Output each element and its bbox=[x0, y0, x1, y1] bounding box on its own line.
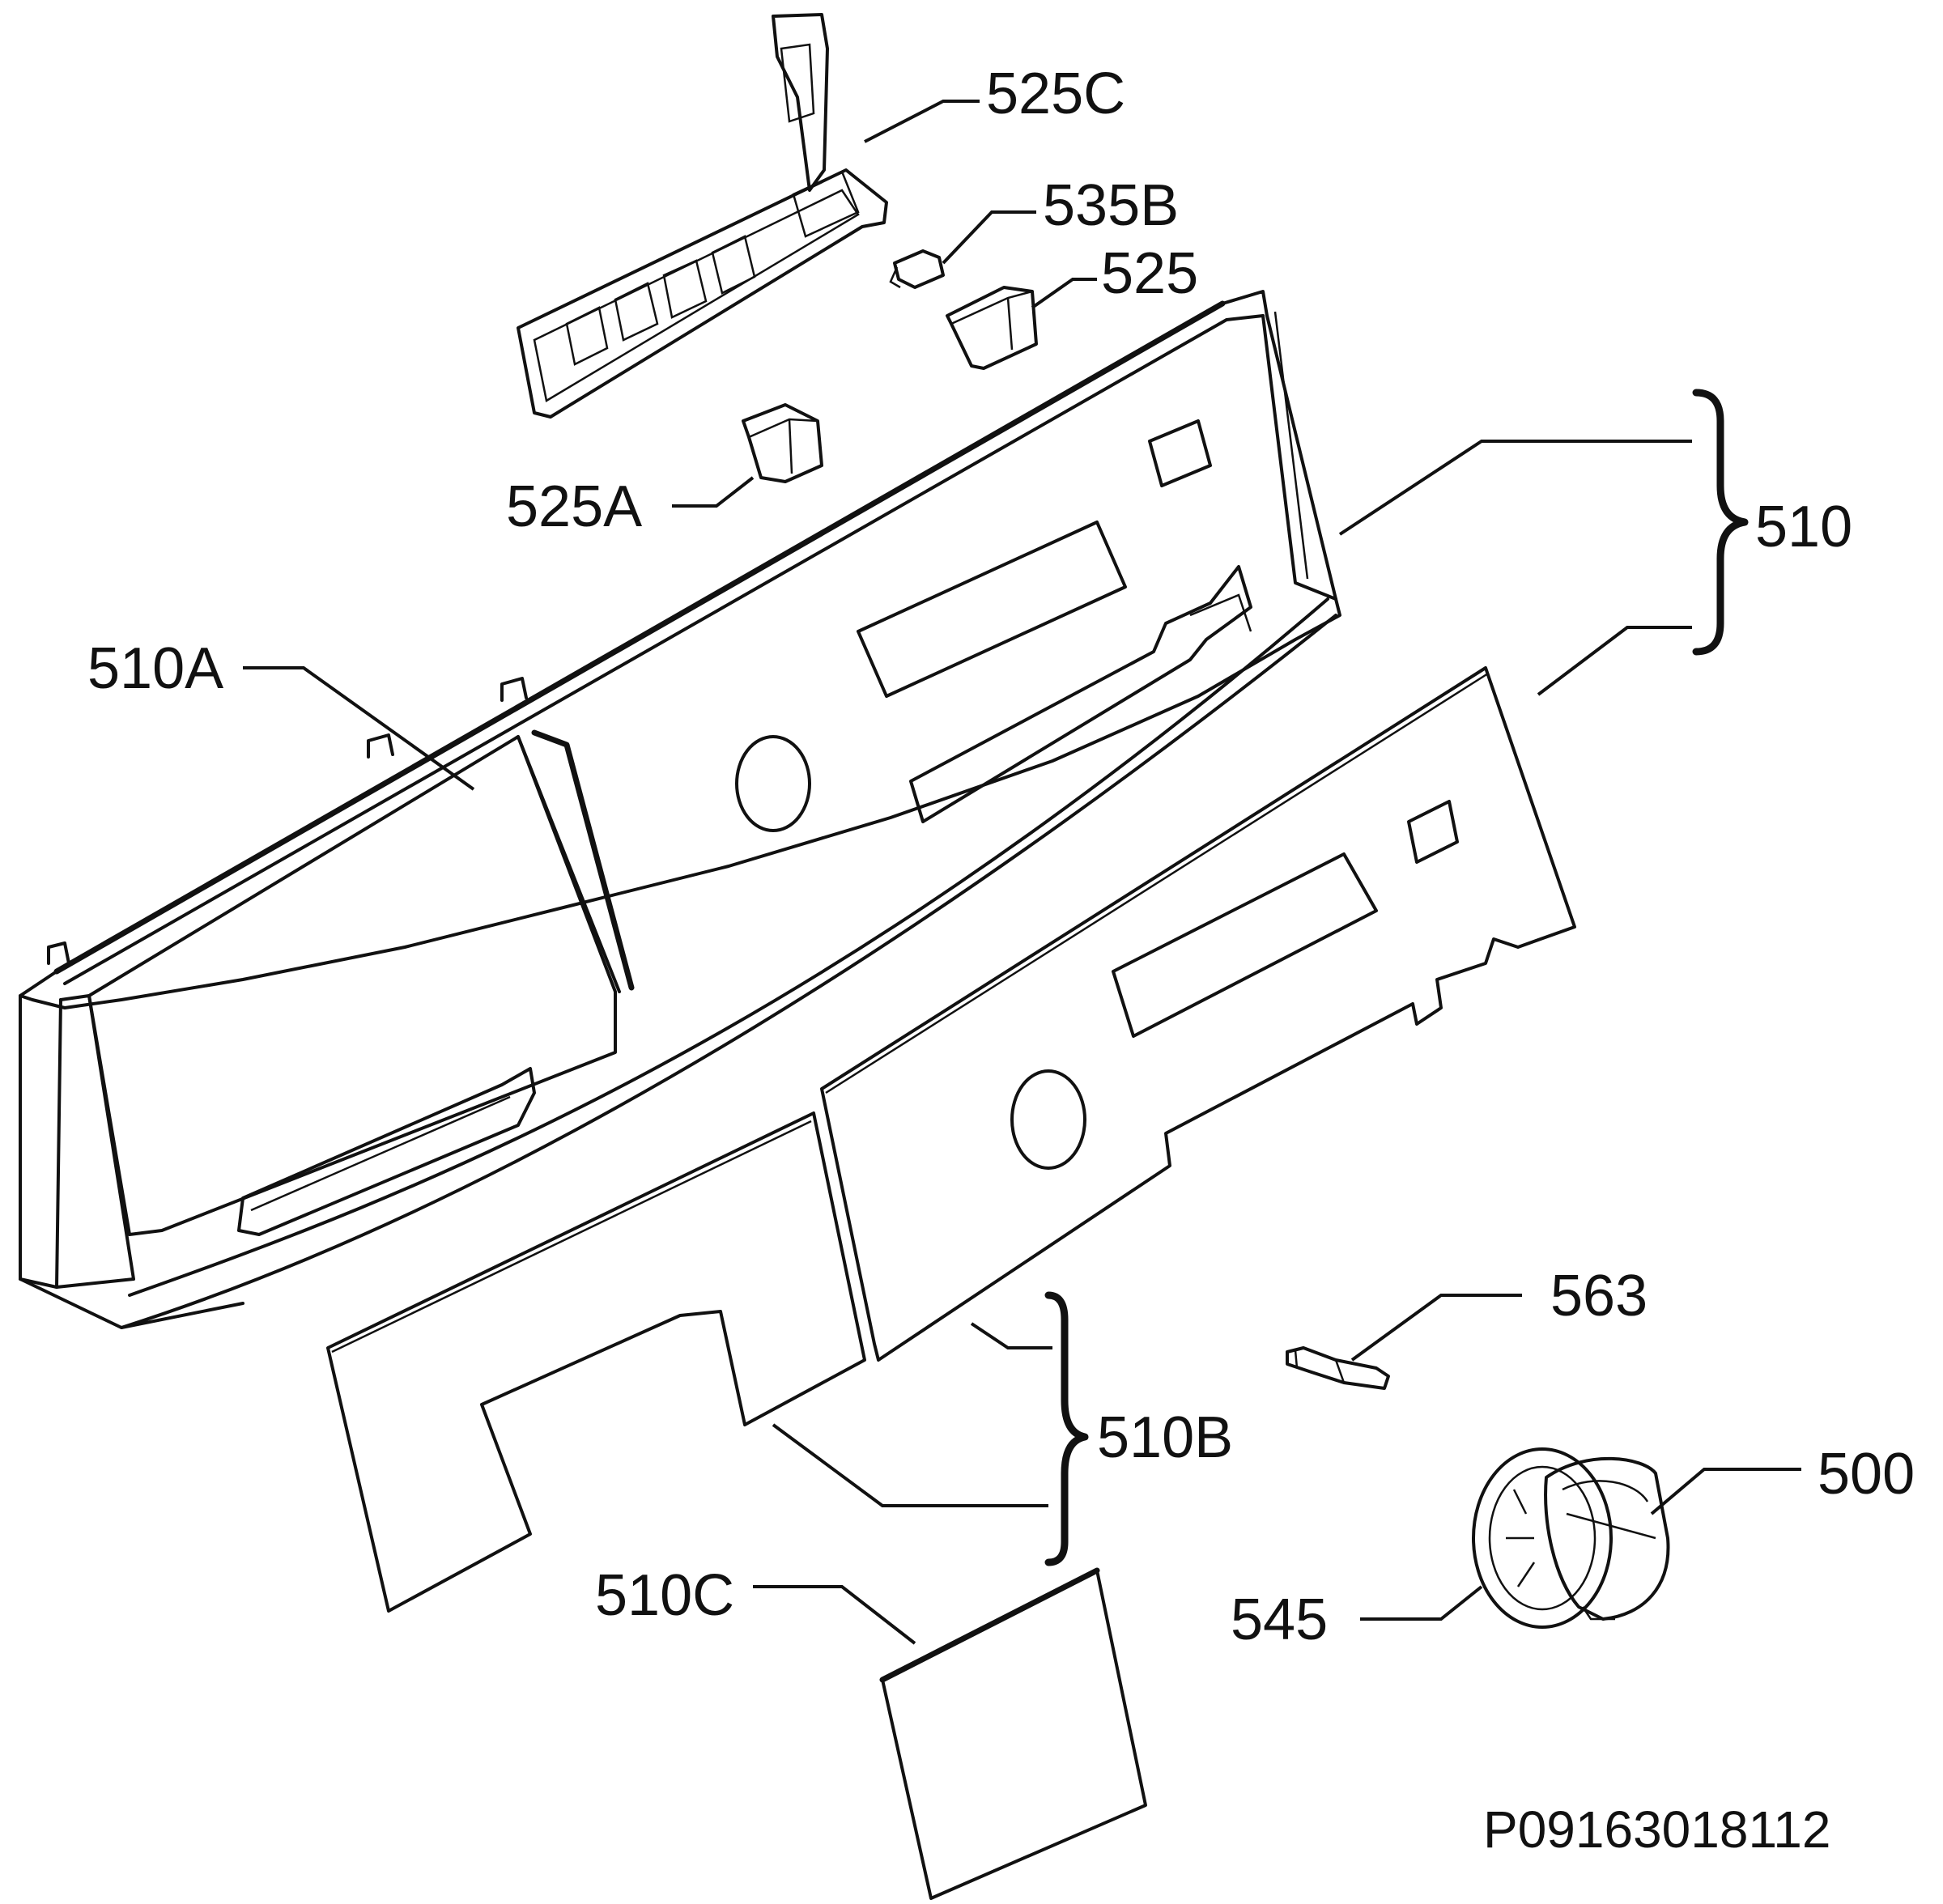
label-510: 510 bbox=[1755, 495, 1852, 559]
leader-lines bbox=[243, 100, 1801, 1645]
part-525-cap bbox=[946, 286, 1038, 370]
label-510a: 510A bbox=[87, 636, 223, 701]
label-525: 525 bbox=[1101, 241, 1198, 306]
part-510-control-panel bbox=[19, 290, 1341, 1329]
part-535b-clip bbox=[889, 249, 945, 289]
label-510b: 510B bbox=[1097, 1405, 1233, 1470]
label-525c: 525C bbox=[986, 62, 1125, 126]
part-545-knob-ring bbox=[1472, 1447, 1613, 1629]
part-500-knob bbox=[1544, 1456, 1670, 1621]
part-563-pin bbox=[1286, 1346, 1390, 1390]
label-510c: 510C bbox=[595, 1563, 734, 1628]
label-563: 563 bbox=[1550, 1264, 1648, 1328]
part-510c-panel bbox=[879, 1567, 1147, 1900]
part-510b-overlay bbox=[820, 666, 1576, 1362]
label-525a: 525A bbox=[506, 474, 642, 539]
drawing-code: P09163018112 bbox=[1483, 1800, 1830, 1859]
label-545: 545 bbox=[1231, 1587, 1328, 1652]
part-525c-bracket bbox=[517, 13, 888, 419]
label-500: 500 bbox=[1818, 1442, 1915, 1507]
part-525a-cap bbox=[742, 403, 823, 483]
brace-510b bbox=[1044, 1291, 1089, 1566]
brace-510 bbox=[1692, 389, 1749, 656]
label-535b: 535B bbox=[1043, 173, 1179, 238]
part-510b-left-overlay bbox=[326, 1111, 866, 1613]
